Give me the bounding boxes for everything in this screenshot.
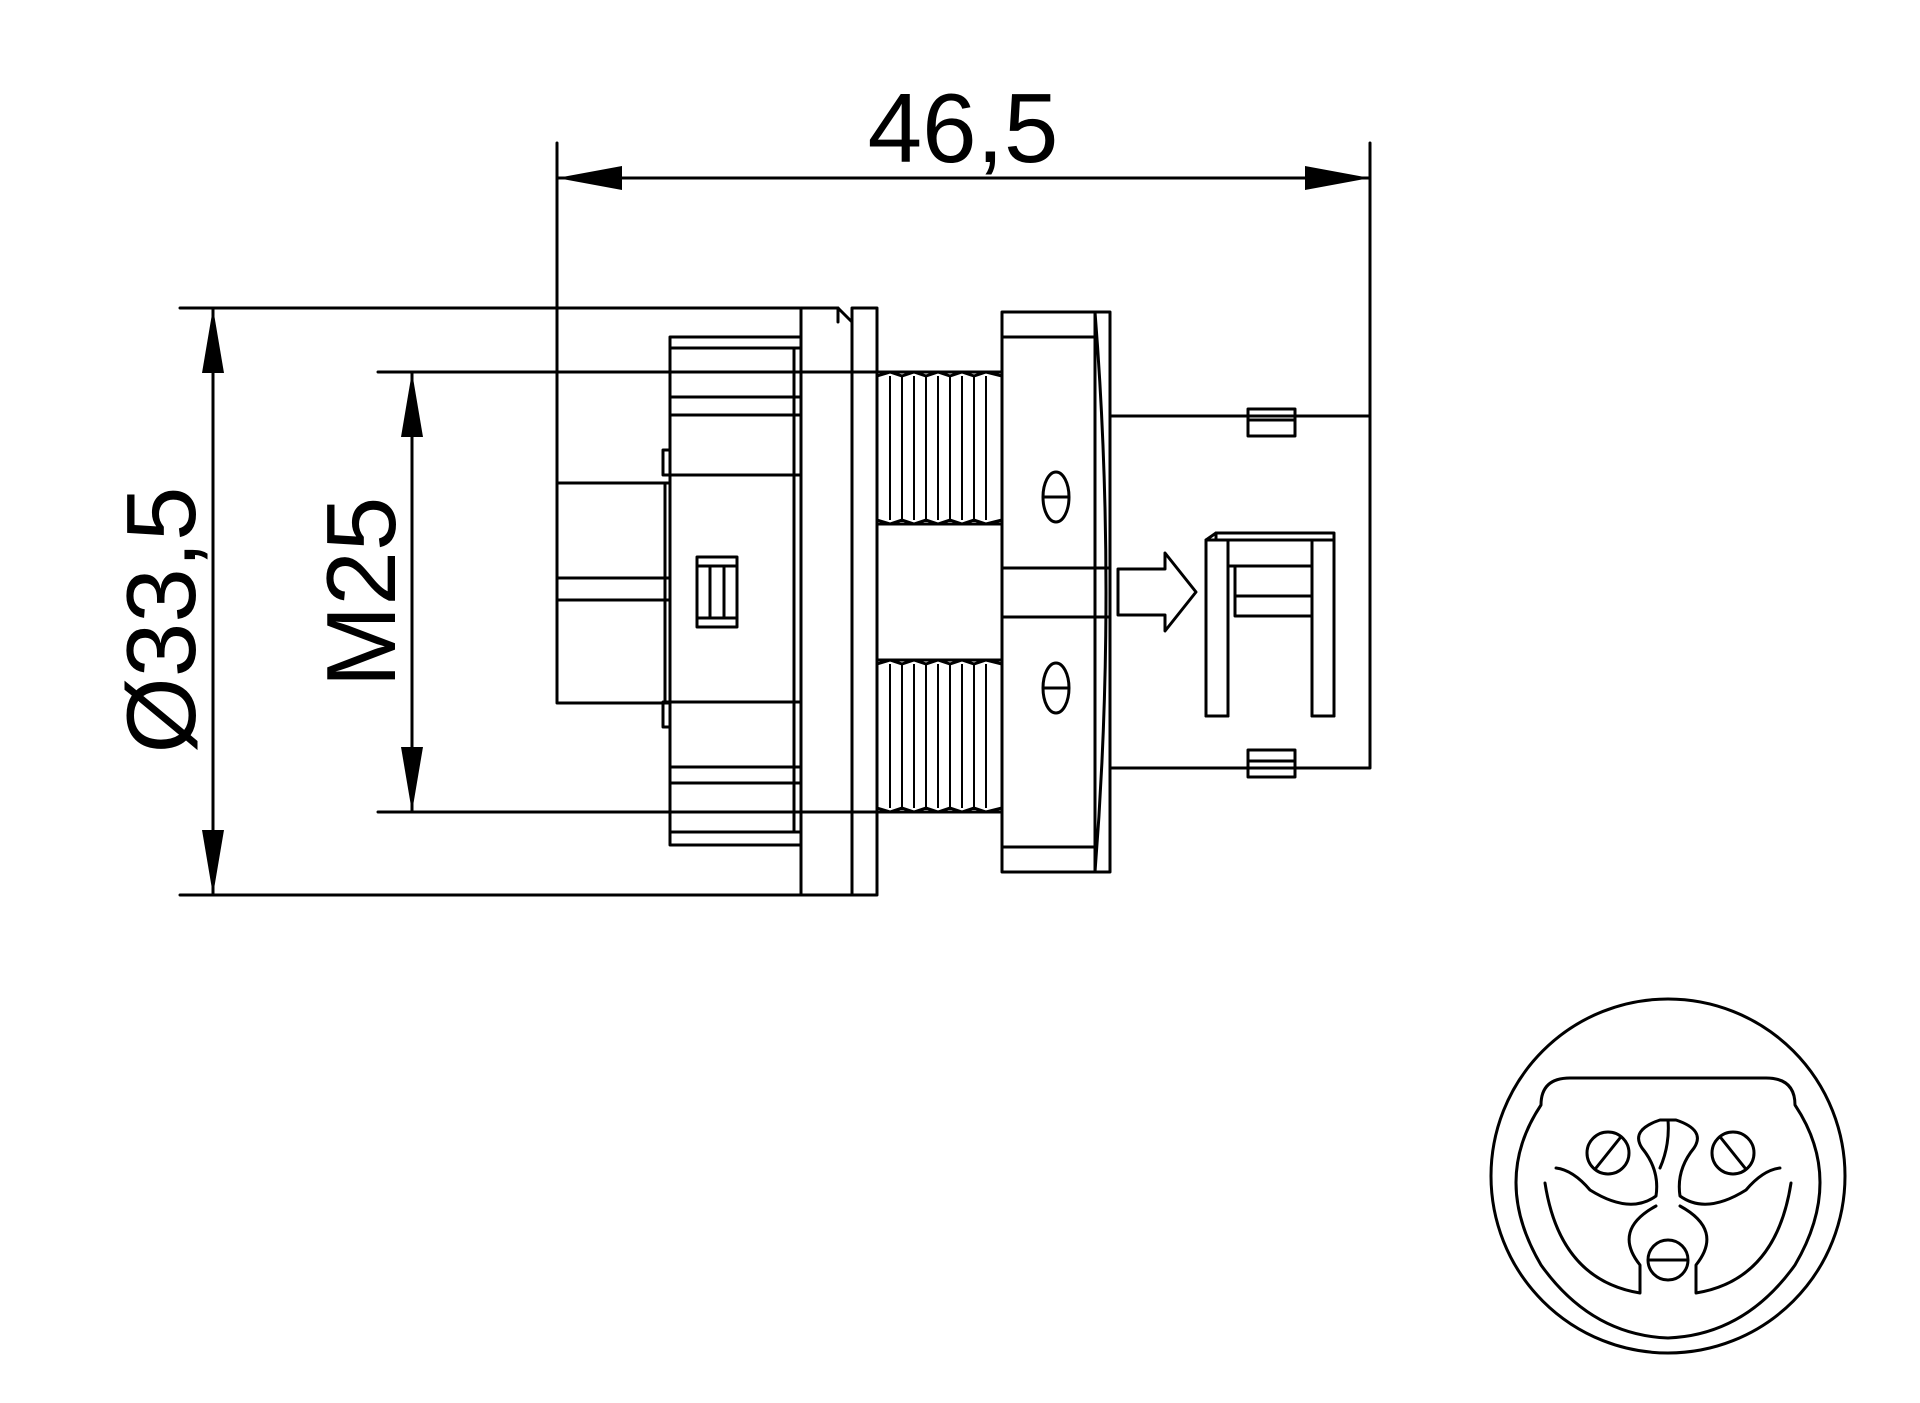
contact-pin-3 (1646, 1238, 1690, 1282)
arrowhead-left (557, 166, 622, 190)
arrowhead-bottom (202, 830, 224, 895)
dimension-label-length: 46,5 (868, 73, 1059, 183)
arrowhead-thread-bottom (401, 747, 423, 812)
direction-arrow-icon (1116, 551, 1198, 633)
arrowhead-thread-top (401, 372, 423, 437)
diameter-symbol: Ø (106, 677, 216, 753)
hex-nut (1000, 310, 1112, 874)
side-view (555, 306, 1372, 897)
contact-pin-2 (1710, 1130, 1756, 1176)
dimension-label-thread: M25 (306, 497, 416, 688)
contact-pin-1 (1585, 1130, 1631, 1176)
rear-insert (555, 481, 672, 705)
front-housing (1108, 407, 1372, 779)
dimension-length: 46,5 (555, 73, 1372, 485)
thread-section (875, 370, 1004, 814)
coding-key (695, 555, 739, 629)
dimension-label-diameter: Ø33,5 (106, 487, 216, 754)
center-bridge-right (1678, 1181, 1793, 1295)
insert-outline (1514, 1076, 1822, 1340)
dimension-diameter: Ø33,5 (106, 306, 802, 897)
dimension-thread: M25 (306, 370, 890, 814)
front-view (1489, 997, 1847, 1355)
rear-body (661, 335, 803, 847)
arrowhead-top (202, 308, 224, 373)
contact-cavity-left (1554, 1118, 1670, 1206)
center-bridge (1543, 1181, 1658, 1295)
contact-cavity-right (1666, 1118, 1782, 1206)
latch-bracket (1204, 531, 1336, 718)
arrowhead-right (1305, 166, 1370, 190)
mounting-flange (799, 306, 879, 897)
outer-ring (1489, 997, 1847, 1355)
